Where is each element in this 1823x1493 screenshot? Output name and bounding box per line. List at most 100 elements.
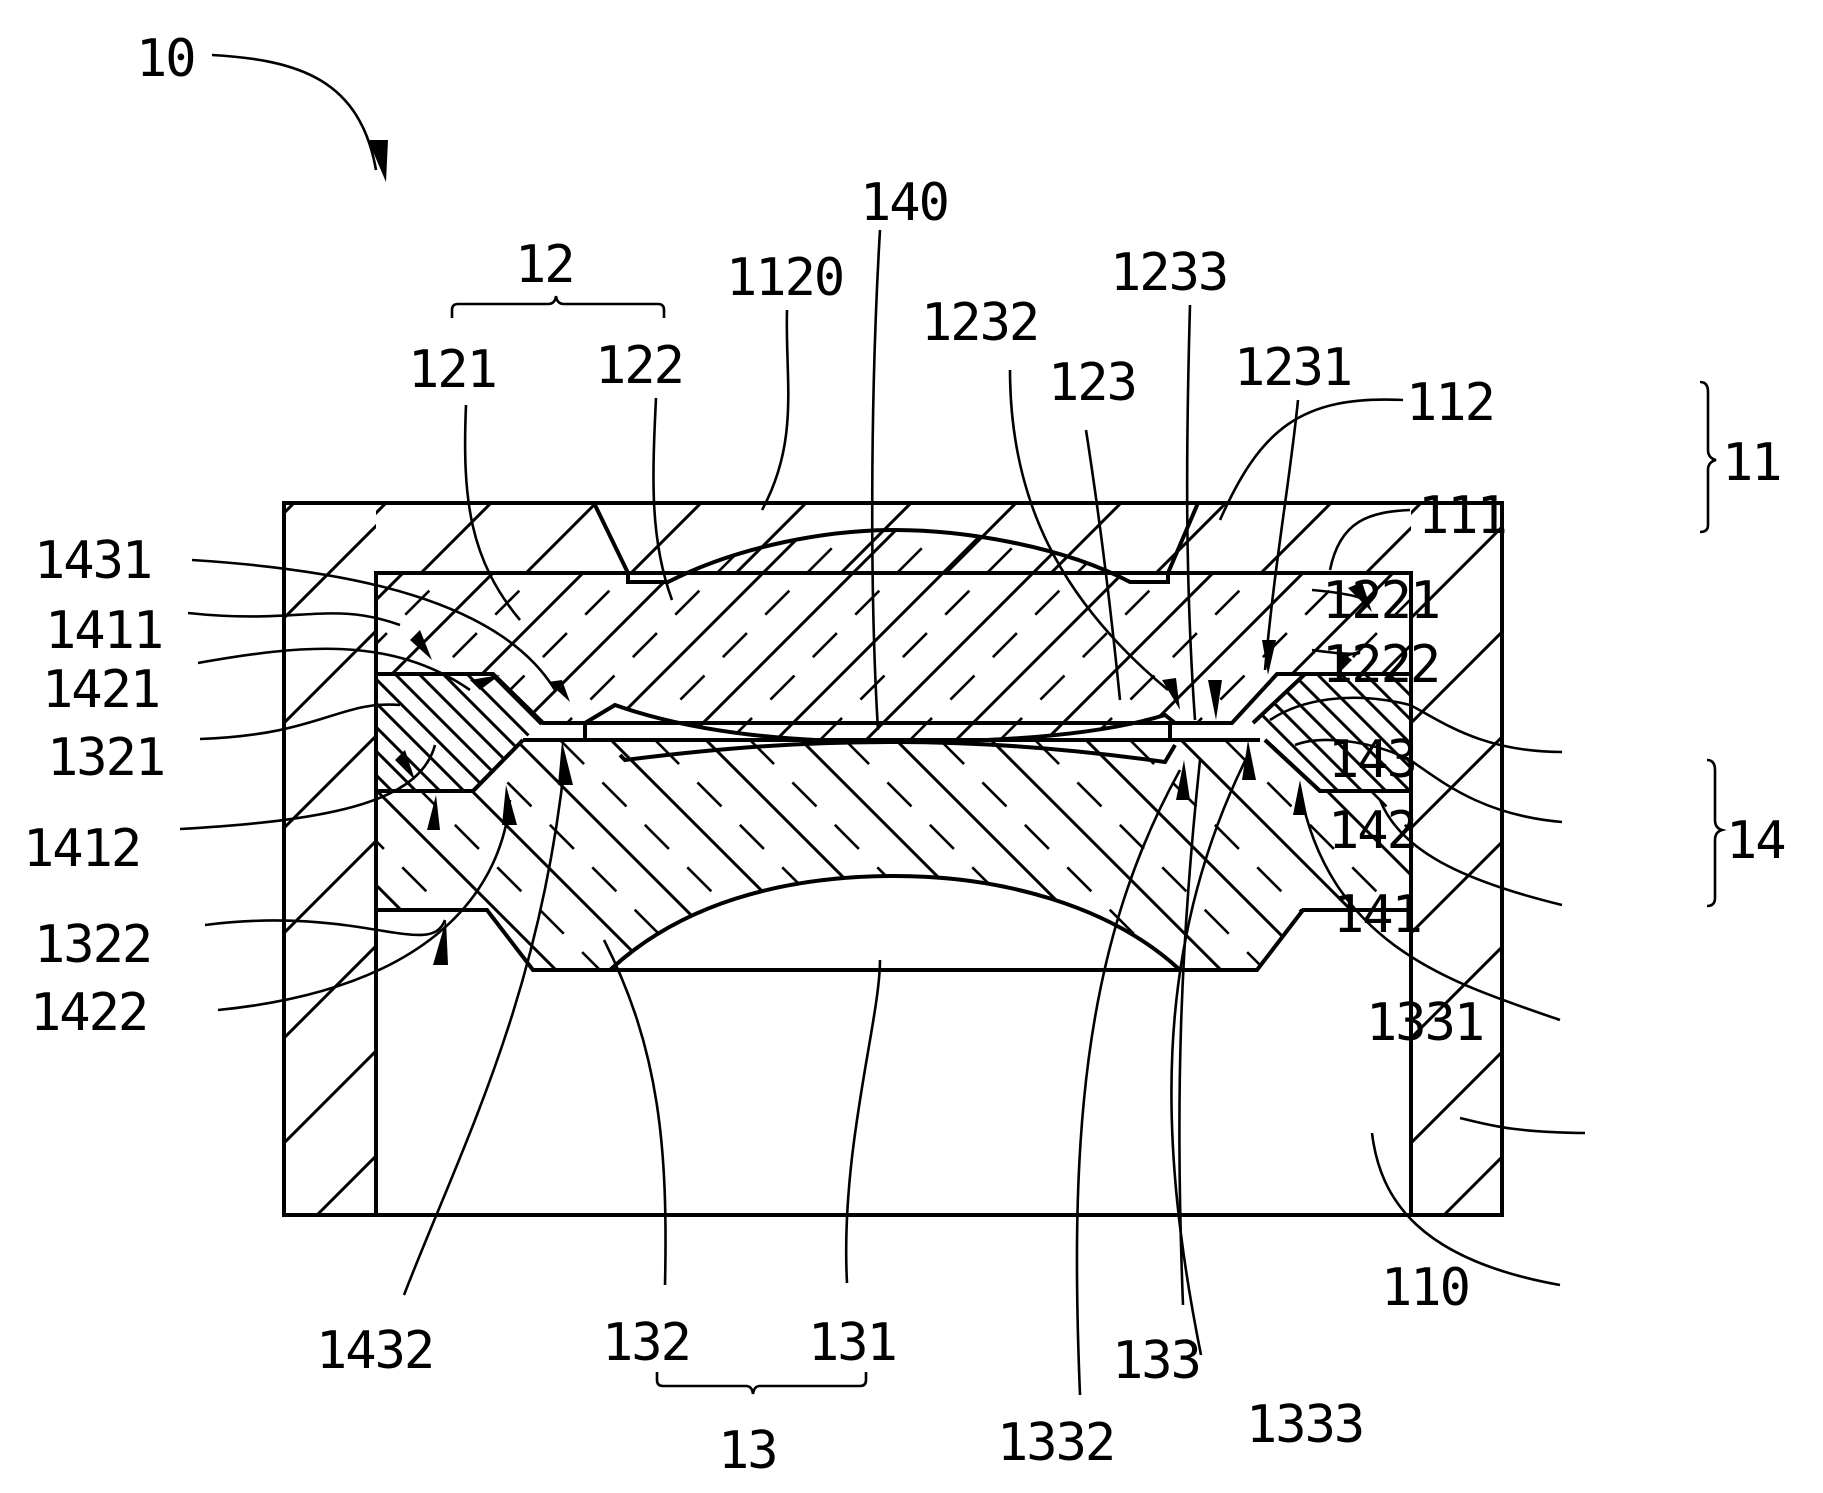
label-1331: 1331 [1366,993,1483,1053]
leader-122 [652,397,674,601]
bracket-13 [655,1372,868,1395]
hatch-line [563,674,680,791]
hatch-line [419,740,653,970]
hatch-line [1764,530,1823,742]
hatch-line [1411,1049,1502,1146]
hatch-line [1259,503,1333,573]
second-lens-outline [376,738,1411,972]
hatch-line [611,674,728,791]
leader-1231 [1263,399,1300,671]
hatch-line [417,674,538,791]
leader-121 [463,404,521,621]
hatch-dash [464,740,696,970]
label-1120: 1120 [726,248,843,308]
arrowhead-1421 [470,675,500,690]
hatch-dash [1538,530,1750,742]
hatch-line [734,503,808,573]
hatch-line [1049,503,1123,573]
leader-1322 [204,919,447,937]
barrel-right-wall-hatch [1411,503,1502,1215]
hatch-dash [1448,530,1660,742]
assembly-arrow-head [368,140,388,182]
hatch-line [839,503,913,573]
leader-132 [602,939,667,1286]
label-1333: 1333 [1246,1395,1363,1455]
label-132: 132 [602,1313,690,1373]
arrowhead-1432 [558,741,573,785]
hatch-dash [376,740,601,970]
hatch-dash [1808,530,1823,742]
hatch-line [1725,674,1823,791]
label-1422: 1422 [30,983,147,1043]
bracket-12 [450,295,666,318]
leader-110 [1370,1132,1561,1287]
hatch-line [629,503,703,573]
hatch-line [933,674,1050,791]
hatch-dash [637,530,851,742]
leader-lines [179,229,1586,1396]
arrowhead-1412 [427,795,440,830]
leader-143 [1269,696,1563,754]
leader-131 [844,959,882,1284]
hatch-line [144,530,356,742]
hatch-line [592,530,808,742]
hatch-line [513,674,543,791]
hatch-line [772,530,988,742]
hatch-line [1363,674,1411,791]
label-1412: 1412 [23,819,140,879]
label-142: 142 [1328,801,1416,861]
arrowhead-1321 [395,750,415,780]
hatch-line [989,740,1223,970]
label-1322: 1322 [34,915,151,975]
leader-140 [870,229,882,731]
hatch-line [1576,503,1646,573]
label-131: 131 [808,1313,896,1373]
leader-112 [1218,398,1404,521]
hatch-line [1315,674,1411,791]
leader-142 [1294,738,1563,824]
leader-1321 [199,703,401,741]
hatch-line [1253,674,1292,791]
leader-1411 [187,611,401,627]
arrowhead-123 [1162,678,1180,710]
hatch-dash [939,740,1171,970]
hatch-line [376,674,466,791]
spacer-ring-right-outline [1251,672,1411,793]
label-110: 110 [1381,1258,1469,1318]
leader-1332 [1075,769,1182,1396]
label-121: 121 [408,340,496,400]
hatch-dash [1718,530,1823,742]
second-lens-hatch [136,740,1411,970]
label-14: 14 [1726,811,1785,871]
label-122: 122 [595,336,683,396]
hatch-line [1674,530,1823,742]
arrowhead-1233 [1208,680,1222,720]
hatch-line [894,740,1128,970]
hatch-line [1364,525,1411,573]
label-1332: 1332 [997,1413,1114,1473]
arrowhead-1333 [1242,740,1256,780]
hatch-line [1437,674,1554,791]
leader-1233 [1185,304,1197,721]
hatch-line [632,503,1344,1215]
label-1321: 1321 [47,728,164,788]
label-10: 10 [136,29,195,89]
hatch-line [799,740,1033,970]
arrowhead-1322 [433,920,448,965]
hatch-dash [559,740,791,970]
hatch-line [1411,629,1502,726]
label-1432: 1432 [316,1321,433,1381]
label-1411: 1411 [45,601,162,661]
label-1233: 1233 [1110,243,1227,303]
hatch-line [315,1153,376,1215]
leader-1422 [217,799,512,1012]
hatch-line [755,674,872,791]
first-lens-hatch [144,530,1823,742]
hatch-line [155,674,272,791]
hatch-line [136,740,366,970]
hatch-line [1584,530,1796,742]
hatch-line [1701,674,1818,791]
hatch-line [419,503,493,573]
label-11: 11 [1722,433,1781,493]
